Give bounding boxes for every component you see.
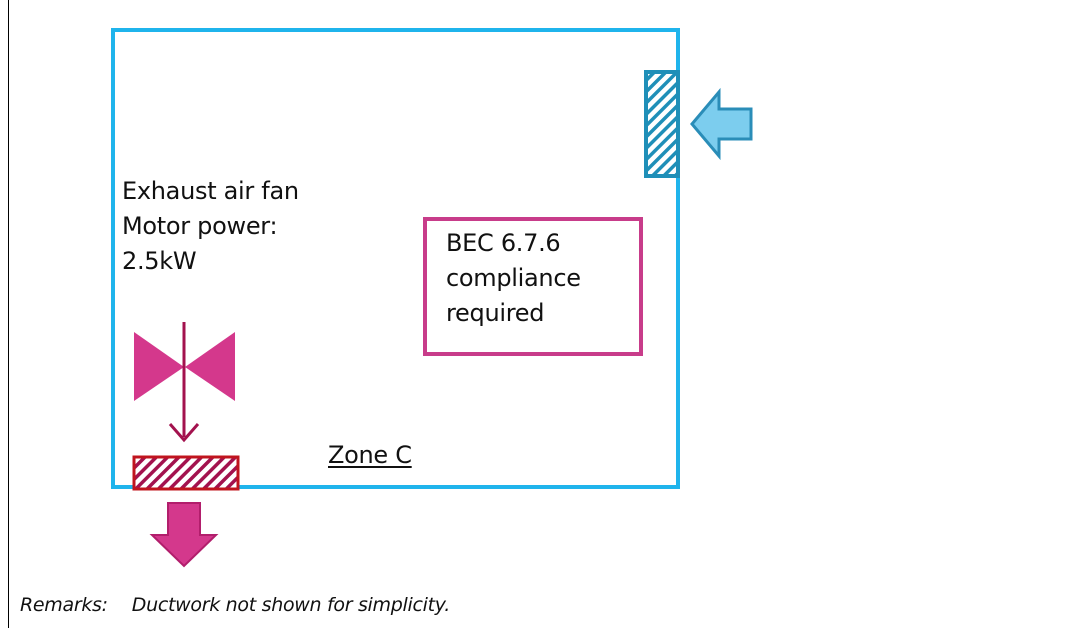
- remarks: Remarks: Ductwork not shown for simplicit…: [20, 591, 450, 619]
- exhaust-fan-icon: [134, 322, 235, 443]
- exhaust-air-arrow-icon: [149, 502, 219, 568]
- compliance-note: BEC 6.7.6 compliance required: [446, 226, 581, 331]
- remarks-label: Remarks:: [20, 594, 108, 616]
- zone-label: Zone C: [328, 441, 412, 469]
- compliance-line-2: compliance: [446, 264, 581, 292]
- fan-power-value: 2.5kW: [122, 247, 197, 275]
- zone-boundary: [111, 28, 680, 489]
- compliance-line-3: required: [446, 299, 545, 327]
- fan-name: Exhaust air fan: [122, 177, 299, 205]
- page-left-border: [8, 0, 9, 628]
- compliance-note-box: [423, 217, 643, 356]
- supply-air-arrow-icon: [690, 87, 753, 161]
- exhaust-air-louvre: [132, 455, 240, 491]
- remarks-text: Ductwork not shown for simplicity.: [131, 594, 450, 616]
- supply-air-louvre: [644, 70, 680, 178]
- fan-power-label: Motor power:: [122, 212, 278, 240]
- fan-label: Exhaust air fan Motor power: 2.5kW: [122, 174, 299, 279]
- compliance-line-1: BEC 6.7.6: [446, 229, 561, 257]
